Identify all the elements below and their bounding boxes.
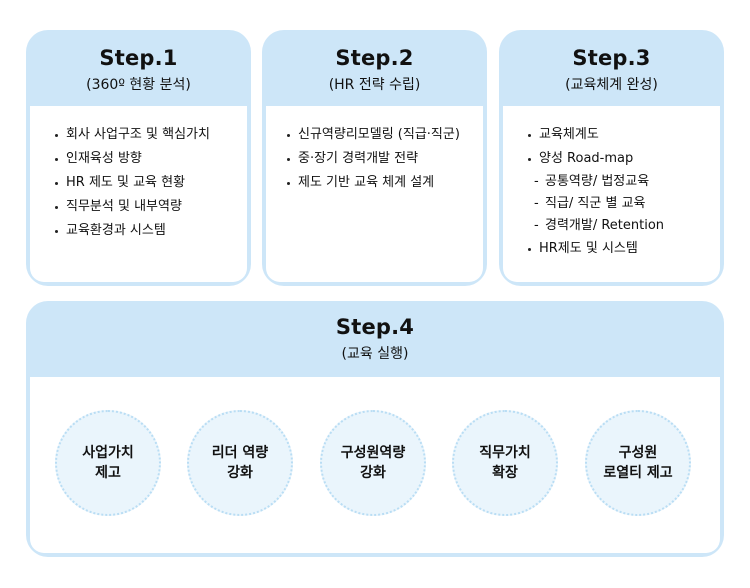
step2-card: Step.2 (HR 전략 수립) 신규역량리모델링 (직급·직군) 중·장기 …: [262, 30, 487, 286]
step1-subtitle: (360º 현황 분석): [86, 77, 191, 93]
list-item: 양성 Road-map: [527, 147, 720, 171]
step1-card: Step.1 (360º 현황 분석) 회사 사업구조 및 핵심가치 인재육성 …: [26, 30, 251, 286]
circle-member-loyalty: 구성원 로열티 제고: [585, 410, 691, 516]
circle-leader-capability: 리더 역량 강화: [187, 410, 293, 516]
list-item: 직무분석 및 내부역량: [54, 195, 247, 219]
sub-list-item: 공통역량/ 법정교육: [527, 171, 720, 193]
step1-title: Step.1: [99, 46, 178, 70]
list-item: 회사 사업구조 및 핵심가치: [54, 123, 247, 147]
step1-body: 회사 사업구조 및 핵심가치 인재육성 방향 HR 제도 및 교육 현황 직무분…: [30, 106, 247, 282]
circle-label: 구성원역량 강화: [340, 445, 406, 481]
step3-title: Step.3: [572, 46, 651, 70]
sub-list-item: 경력개발/ Retention: [527, 215, 720, 237]
step3-card: Step.3 (교육체계 완성) 교육체계도 양성 Road-map 공통역량/…: [499, 30, 724, 286]
list-item: HR제도 및 시스템: [527, 237, 720, 261]
circle-job-value: 직무가치 확장: [452, 410, 558, 516]
circle-member-capability: 구성원역량 강화: [320, 410, 426, 516]
list-item: 교육체계도: [527, 123, 720, 147]
circle-label: 직무가치 확장: [479, 445, 531, 481]
step4-subtitle: (교육 실행): [341, 346, 409, 362]
step2-body: 신규역량리모델링 (직급·직군) 중·장기 경력개발 전략 제도 기반 교육 체…: [266, 106, 483, 282]
step2-list: 신규역량리모델링 (직급·직군) 중·장기 경력개발 전략 제도 기반 교육 체…: [266, 106, 483, 195]
list-item: 신규역량리모델링 (직급·직군): [286, 123, 483, 147]
list-item: 중·장기 경력개발 전략: [286, 147, 483, 171]
list-item: 제도 기반 교육 체계 설계: [286, 171, 483, 195]
step4-header: Step.4 (교육 실행): [26, 315, 724, 363]
step3-subtitle: (교육체계 완성): [565, 77, 658, 93]
step3-body: 교육체계도 양성 Road-map 공통역량/ 법정교육 직급/ 직군 별 교육…: [503, 106, 720, 282]
list-item: 인재육성 방향: [54, 147, 247, 171]
step3-header: Step.3 (교육체계 완성): [499, 46, 724, 94]
step2-subtitle: (HR 전략 수립): [328, 77, 421, 93]
circle-label: 구성원 로열티 제고: [603, 445, 673, 481]
step3-list: 교육체계도 양성 Road-map 공통역량/ 법정교육 직급/ 직군 별 교육…: [503, 106, 720, 261]
sub-list-item: 직급/ 직군 별 교육: [527, 193, 720, 215]
step4-body: 사업가치 제고 리더 역량 강화 구성원역량 강화 직무가치 확장 구성원 로열…: [30, 377, 720, 553]
circle-business-value: 사업가치 제고: [55, 410, 161, 516]
step4-title: Step.4: [335, 315, 415, 339]
list-item: HR 제도 및 교육 현황: [54, 171, 247, 195]
list-item: 교육환경과 시스템: [54, 219, 247, 243]
step1-list: 회사 사업구조 및 핵심가치 인재육성 방향 HR 제도 및 교육 현황 직무분…: [30, 106, 247, 243]
circle-label: 사업가치 제고: [82, 445, 134, 481]
step1-header: Step.1 (360º 현황 분석): [26, 46, 251, 94]
step4-card: Step.4 (교육 실행) 사업가치 제고 리더 역량 강화 구성원역량 강화…: [26, 301, 724, 557]
step2-title: Step.2: [335, 46, 414, 70]
step2-header: Step.2 (HR 전략 수립): [262, 46, 487, 94]
circle-label: 리더 역량 강화: [211, 445, 269, 481]
